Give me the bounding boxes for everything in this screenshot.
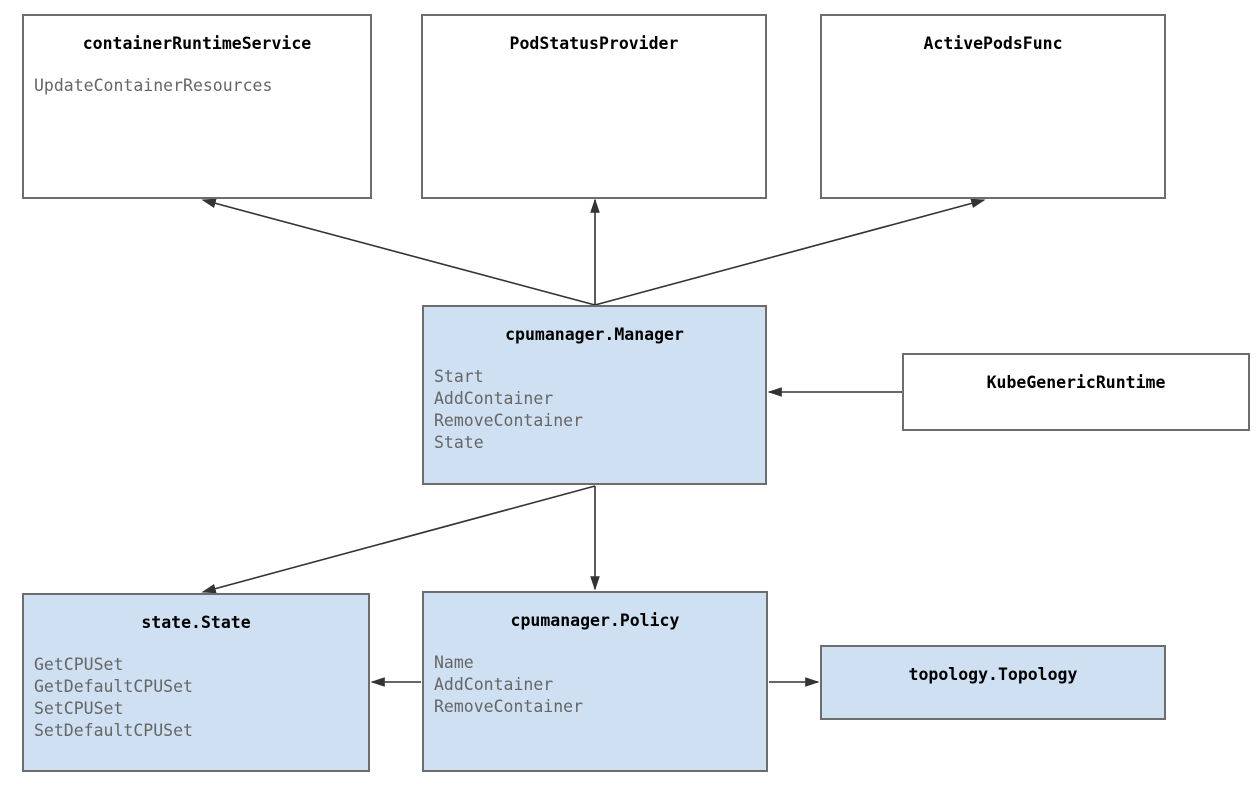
class-node-member: AddContainer (434, 389, 554, 408)
class-node-member: SetDefaultCPUSet (34, 721, 193, 740)
class-node-title: containerRuntimeService (82, 34, 312, 53)
class-node-member: Name (434, 653, 474, 672)
edge-cpumanager-manager-to-containerruntimeservice (201, 198, 596, 306)
class-node-member: UpdateContainerResources (34, 76, 273, 95)
edge-cpumanager-manager-to-activepodsfunc (594, 198, 986, 306)
class-node-title: state.State (141, 613, 251, 632)
class-node-title: cpumanager.Policy (510, 611, 680, 630)
class-node-member: AddContainer (434, 675, 554, 694)
class-node-member: RemoveContainer (434, 697, 584, 716)
class-node-title: ActivePodsFunc (923, 34, 1063, 53)
class-node-activepodsfunc[interactable]: ActivePodsFunc (820, 14, 1166, 199)
class-node-members: UpdateContainerResources (24, 75, 370, 97)
class-node-member: Start (434, 367, 484, 386)
class-node-topology-topology[interactable]: topology.Topology (820, 645, 1166, 720)
class-node-title: KubeGenericRuntime (986, 373, 1166, 392)
class-node-member: RemoveContainer (434, 411, 584, 430)
class-node-member: GetDefaultCPUSet (34, 677, 193, 696)
class-node-title: cpumanager.Manager (505, 325, 684, 344)
class-node-title: PodStatusProvider (509, 34, 679, 53)
class-node-member: SetCPUSet (34, 699, 124, 718)
class-node-podstatusprovider[interactable]: PodStatusProvider (421, 14, 767, 199)
class-node-member: State (434, 433, 484, 452)
edge-cpumanager-manager-to-state-state (201, 485, 596, 594)
class-node-title: topology.Topology (908, 665, 1078, 684)
class-node-kubegenericruntime[interactable]: KubeGenericRuntime (902, 353, 1250, 431)
class-node-member: GetCPUSet (34, 655, 124, 674)
